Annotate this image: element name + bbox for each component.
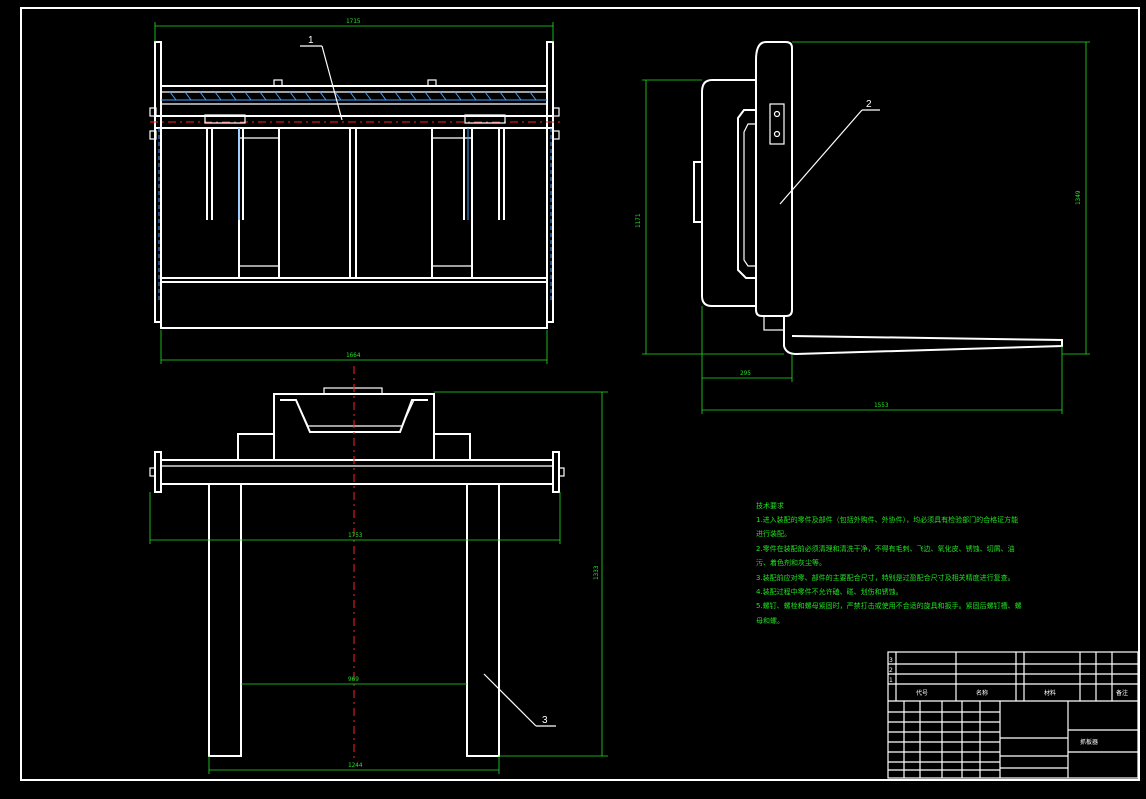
part-label-3: 3 [542,715,548,726]
tb-row-label-3: 1 [889,677,893,684]
dim-front-top: 1715 [346,18,361,25]
tb-remark-header: 备注 [1116,689,1128,697]
front-view: 1715 1664 1 [149,18,560,364]
dim-front-bottom: 1664 [346,352,361,359]
title-block: 3 2 1 代号 名称 材料 备注 抓板器 [887,651,1139,779]
notes-line-6: 4.装配过程中零件不允许磕、碰、划伤和锈蚀。 [756,587,903,596]
part-label-2: 2 [866,99,872,110]
dim-top-span: 1753 [348,532,363,539]
drawing-frame [20,7,1140,781]
notes-line-7: 5.螺钉、螺栓和螺母紧固时，严禁打击或使用不合适的旋具和扳手。紧固后螺钉槽、螺 [756,601,1022,610]
dim-side-right: 1349 [1075,190,1082,205]
tb-drawing-name: 抓板器 [1080,738,1098,746]
notes-line-5: 3.装配前应对零、部件的主要配合尺寸，特别是过盈配合尺寸及相关精度进行复查。 [756,573,1015,582]
tb-code-header: 代号 [916,689,928,697]
side-view: 1349 1171 295 1553 2 [635,41,1090,414]
top-view: 1753 1333 969 1244 3 [149,366,608,774]
notes-line-4: 污、着色剂和灰尘等。 [756,558,826,567]
dim-side-short: 295 [740,370,751,377]
dim-top-bottom: 1244 [348,762,363,769]
notes-line-2: 进行装配。 [756,529,791,538]
dim-side-length: 1553 [874,402,889,409]
notes-line-3: 2.零件在装配前必须清理和清洗干净，不得有毛刺、飞边、氧化皮、锈蚀、切屑、油 [756,544,1015,553]
dim-side-left: 1171 [635,213,642,228]
tb-material-header: 材料 [1044,689,1056,697]
notes-line-8: 母和螺。 [756,616,784,625]
part-label-1: 1 [308,35,314,46]
notes-title: 技术要求 [756,501,784,510]
dim-top-inner: 969 [348,676,359,683]
tb-row-label-1: 3 [889,657,893,664]
dim-top-height: 1333 [593,565,600,580]
tb-name-header: 名称 [976,689,988,697]
notes-line-1: 1.进入装配的零件及部件（包括外购件、外协件），均必须具有检验部门的合格证方能 [756,515,1018,524]
technical-notes: 技术要求 1.进入装配的零件及部件（包括外购件、外协件），均必须具有检验部门的合… [756,501,1022,625]
tb-row-label-2: 2 [889,667,893,674]
